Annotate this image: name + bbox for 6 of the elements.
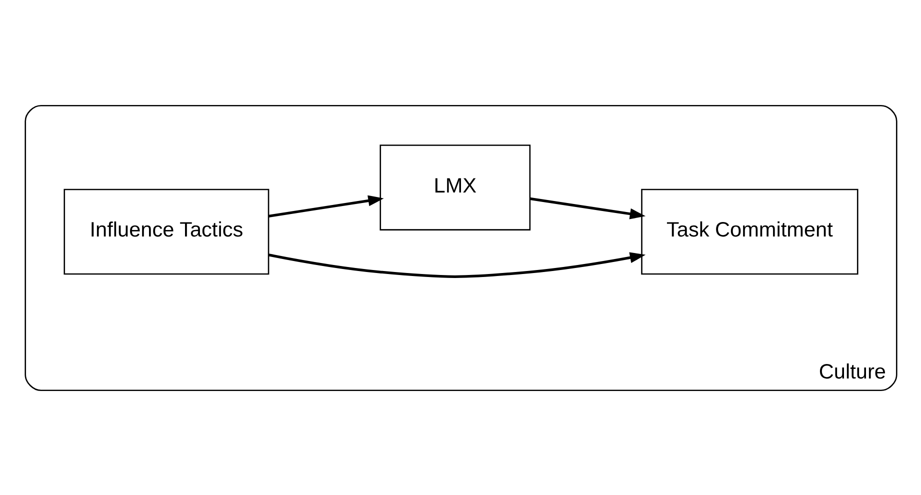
- arrow: [529, 196, 646, 219]
- arrow: [268, 252, 646, 278]
- node-box: LMX: [379, 144, 530, 230]
- node-box: Task Commitment: [640, 188, 858, 274]
- node-box: Influence Tactics: [63, 188, 269, 274]
- arrow: [268, 194, 384, 217]
